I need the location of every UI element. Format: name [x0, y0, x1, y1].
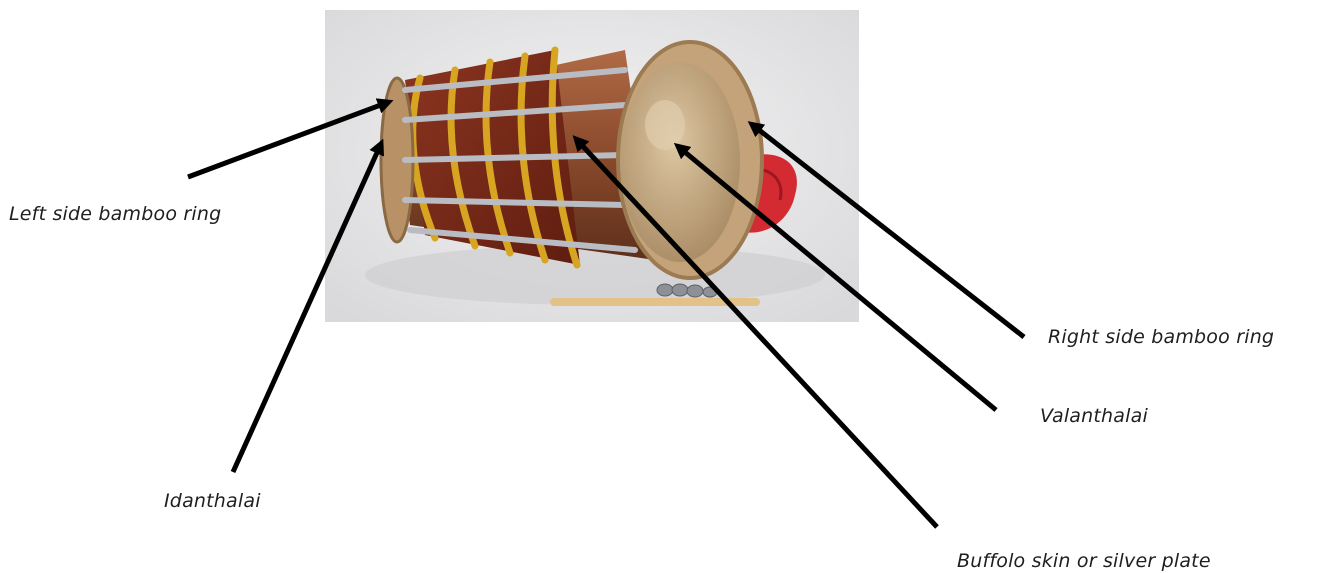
label-buffalo-skin: Buffolo skin or silver plate — [957, 550, 1211, 572]
arrow-right-ring — [754, 126, 1024, 337]
label-left-side-bamboo-ring: Left side bamboo ring — [9, 203, 221, 225]
label-idanthalai: Idanthalai — [164, 490, 261, 512]
label-valanthalai: Valanthalai — [1040, 405, 1148, 427]
arrow-idanthalai — [233, 146, 380, 472]
label-right-side-bamboo-ring: Right side bamboo ring — [1048, 326, 1274, 348]
arrow-buffalo-skin — [578, 141, 937, 527]
arrow-left-ring — [188, 103, 386, 177]
